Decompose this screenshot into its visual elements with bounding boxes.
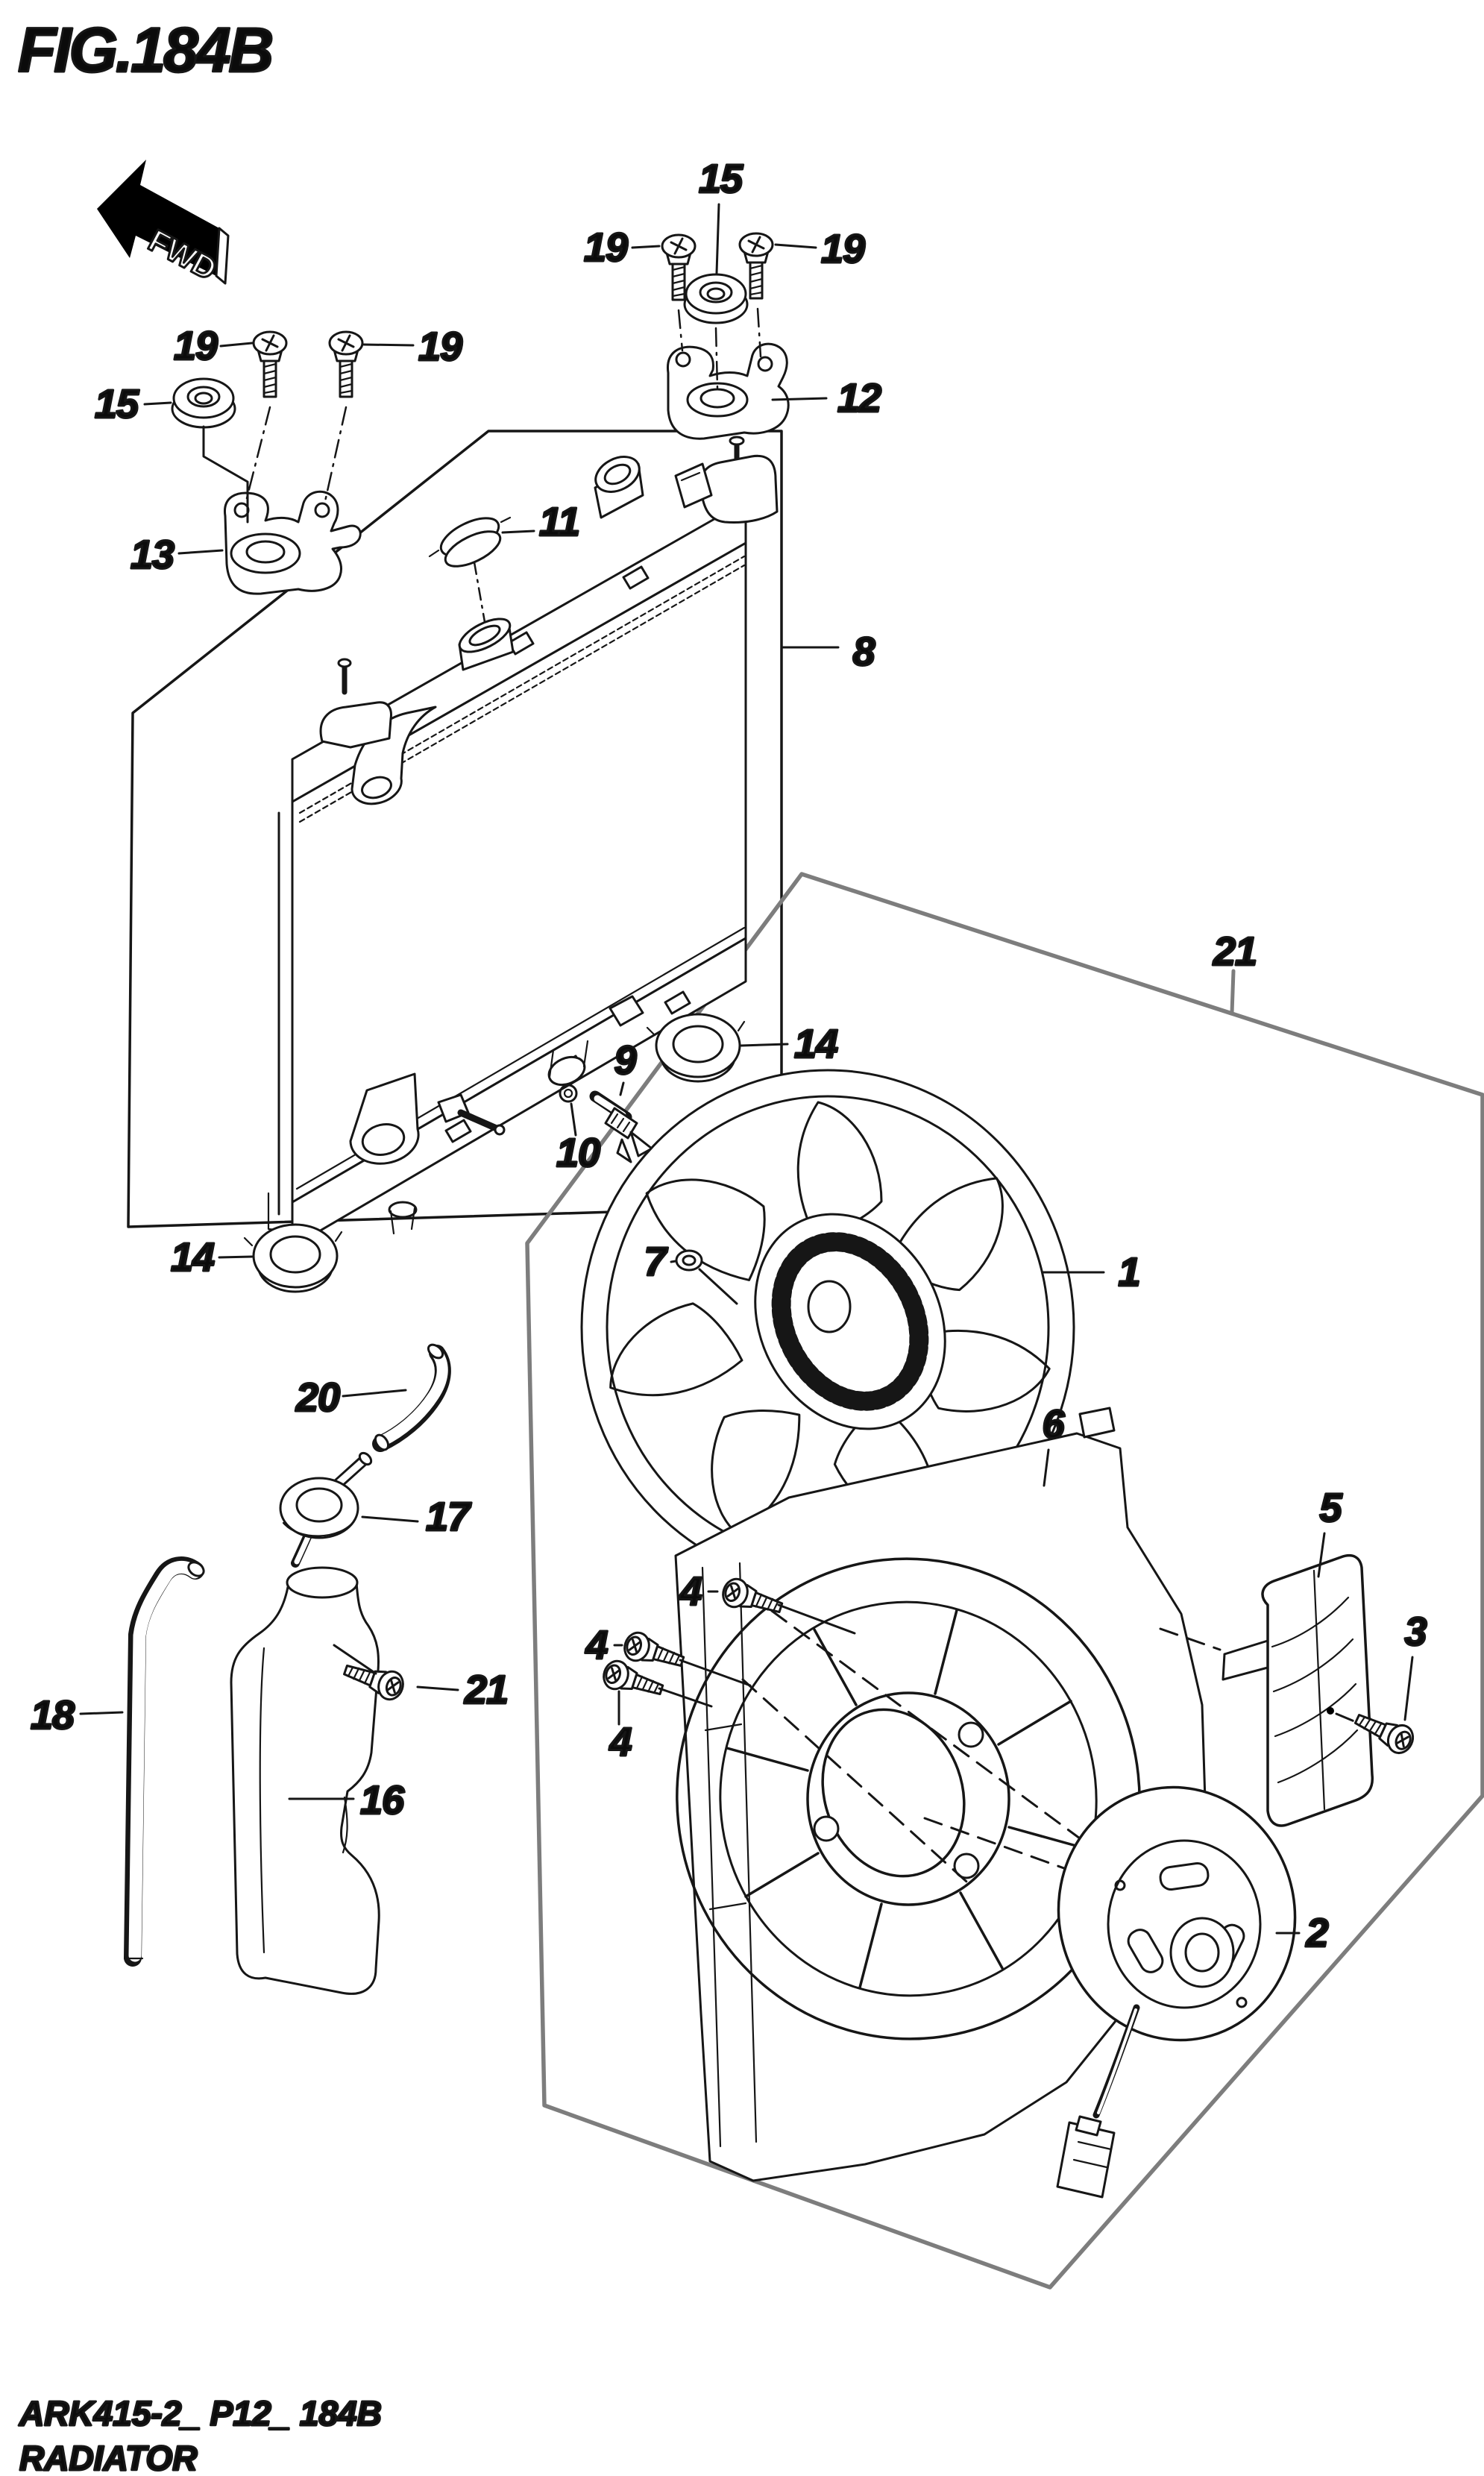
air-guide-louver-5	[1159, 1553, 1384, 1827]
callout-5: 5	[1319, 1486, 1342, 1530]
callout-19-top-left: 19	[584, 225, 628, 270]
callout-11: 11	[539, 500, 579, 544]
fan-motor-2	[1056, 1785, 1297, 2199]
grommet-14-left	[243, 1223, 343, 1293]
callout-10: 10	[556, 1131, 600, 1175]
temp-sensor-9	[589, 1090, 653, 1163]
grommet-15-left	[171, 377, 236, 429]
callout-4-bottom: 4	[609, 1720, 632, 1765]
bolt-19-left-b	[328, 330, 364, 398]
o-ring-10	[559, 1084, 578, 1103]
overflow-hose-20	[372, 1343, 451, 1452]
fan-nut-7	[675, 1249, 703, 1272]
callout-21-screw: 21	[464, 1668, 508, 1712]
reservoir-hose-18	[123, 1556, 205, 1967]
callout-19-left-b: 19	[418, 324, 462, 369]
callout-2: 2	[1305, 1911, 1328, 1955]
callout-4-mid: 4	[585, 1623, 608, 1668]
fan-shroud-6	[674, 1407, 1207, 2182]
fan-assembly-group-box	[525, 872, 1484, 2290]
footer: ARK415-2_ P12_ 184B RADIATOR	[18, 2393, 383, 2476]
leader-lines	[79, 203, 1414, 1935]
callouts: 15 19 19 12 19 19 15 13 11 8 21 14 9 10 …	[29, 156, 1429, 1957]
radiator	[267, 436, 779, 1271]
callout-20: 20	[295, 1375, 340, 1420]
footer-code: ARK415-2_ P12_ 184B	[19, 2394, 382, 2433]
reservoir-cap-17	[279, 1451, 373, 1568]
callout-3: 3	[1404, 1609, 1427, 1654]
callout-15-left: 15	[95, 382, 139, 427]
callout-4-top: 4	[679, 1569, 702, 1614]
callout-19-left-a: 19	[174, 324, 218, 368]
bracket-13	[224, 490, 362, 595]
callout-7: 7	[644, 1239, 668, 1284]
callout-13: 13	[131, 532, 175, 577]
callout-6: 6	[1042, 1402, 1065, 1447]
bolt-4-bottom	[599, 1656, 667, 1705]
grommet-15-top	[683, 273, 749, 324]
footer-sheet: RADIATOR	[19, 2439, 198, 2476]
callout-12: 12	[837, 376, 881, 421]
callout-14-right: 14	[794, 1022, 838, 1066]
callout-14-left: 14	[171, 1235, 215, 1280]
radiator-cap	[428, 516, 512, 623]
callout-1: 1	[1118, 1250, 1139, 1295]
figure-title: FIG.184B	[18, 15, 271, 85]
callout-19-top-right: 19	[821, 227, 865, 271]
bracket-12	[667, 342, 790, 440]
callout-18: 18	[31, 1693, 75, 1738]
callout-16: 16	[360, 1778, 405, 1823]
callout-17: 17	[426, 1495, 472, 1539]
bolt-19-left-a	[252, 330, 288, 398]
callout-15-top: 15	[699, 157, 743, 201]
callout-9: 9	[614, 1038, 636, 1083]
callout-8: 8	[852, 629, 875, 674]
assembly-axes	[202, 307, 762, 524]
reservoir-tank-16	[230, 1566, 380, 1995]
cooling-fan-1	[580, 1069, 1075, 1586]
callout-21-group: 21	[1213, 929, 1257, 974]
fwd-direction-arrow: FWD	[97, 160, 230, 288]
